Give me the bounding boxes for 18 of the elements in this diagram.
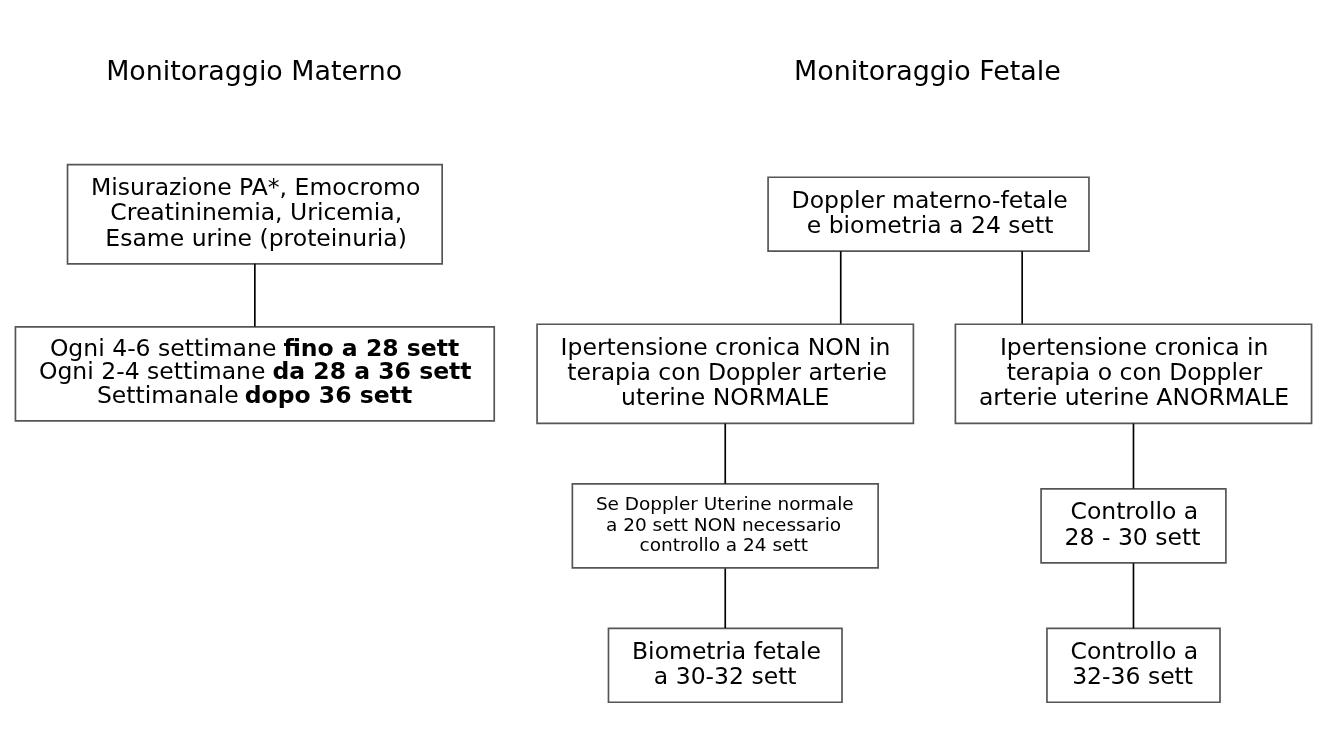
connector	[1021, 250, 1023, 325]
connector	[254, 263, 256, 328]
node-box: Doppler materno-fetale e biometria a 24 sett	[767, 176, 1090, 253]
node-box: Ipertensione cronica NON in terapia con Doppler arterie uterine NORMALE	[536, 323, 915, 425]
node-box: Controllo a 32-36 sett	[1046, 627, 1221, 704]
label: Monitoraggio Materno	[106, 55, 403, 87]
node-box: Misurazione PA*, Emocromo Creatininemia, Uricemia, Esame urine (proteinuria)	[66, 163, 443, 265]
node-box: Controllo a 28 - 30 sett	[1040, 488, 1227, 564]
connector	[1132, 562, 1135, 630]
node-box: Se Doppler Uterine normale a 20 sett NON necessario controllo a 24 sett	[571, 483, 879, 569]
node-box: Biometria fetale a 30-32 sett	[607, 627, 843, 704]
label: Monitoraggio Fetale	[794, 55, 1061, 87]
connector	[1132, 422, 1135, 490]
connector	[724, 422, 727, 485]
connector	[839, 250, 842, 325]
node-box: Ogni 4-6 settimane fino a 28 sett Ogni 2-4 settimane da 28 a 36 sett Settimanale dopo 36 sett	[14, 325, 496, 422]
connector	[724, 567, 727, 629]
node-box: Ipertensione cronica in terapia o con Doppler arterie uterine ANORMALE	[954, 323, 1313, 425]
